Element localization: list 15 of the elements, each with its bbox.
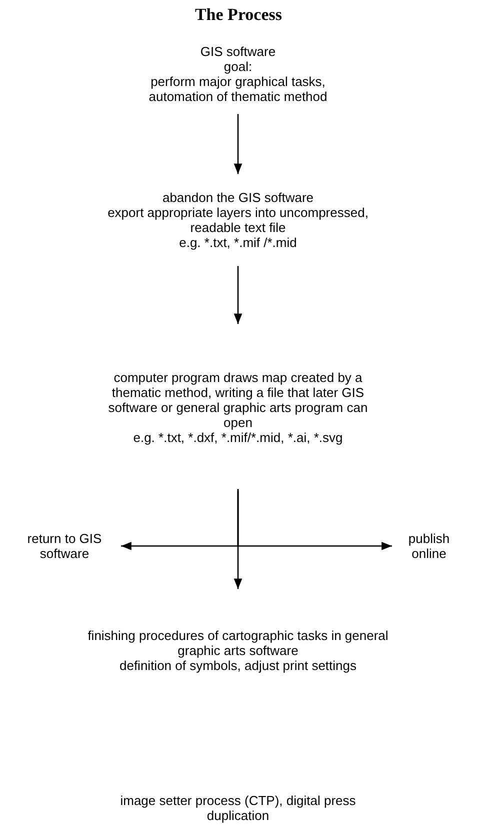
step-text: abandon the GIS software <box>162 190 314 205</box>
arrow <box>234 491 242 589</box>
step-text: definition of symbols, adjust print settings <box>119 658 356 672</box>
step-text: GIS software <box>200 44 276 59</box>
step-text: publish online <box>407 531 451 561</box>
arrow <box>234 114 242 174</box>
step-text: goal: <box>224 59 252 74</box>
step-text: image setter process (CTP), digital press duplication <box>119 793 357 823</box>
arrow <box>237 489 392 550</box>
diagram-title: The Process <box>194 4 282 26</box>
arrow <box>234 266 242 324</box>
step-text: e.g. *.txt, *.dxf, *.mif/*.mid, *.ai, *.svg <box>133 430 343 445</box>
step-text: return to GIS software <box>26 531 103 561</box>
step-text: perform major graphical tasks, automation of thematic method <box>148 74 328 104</box>
step-text: e.g. *.txt, *.mif /*.mid <box>179 235 297 250</box>
